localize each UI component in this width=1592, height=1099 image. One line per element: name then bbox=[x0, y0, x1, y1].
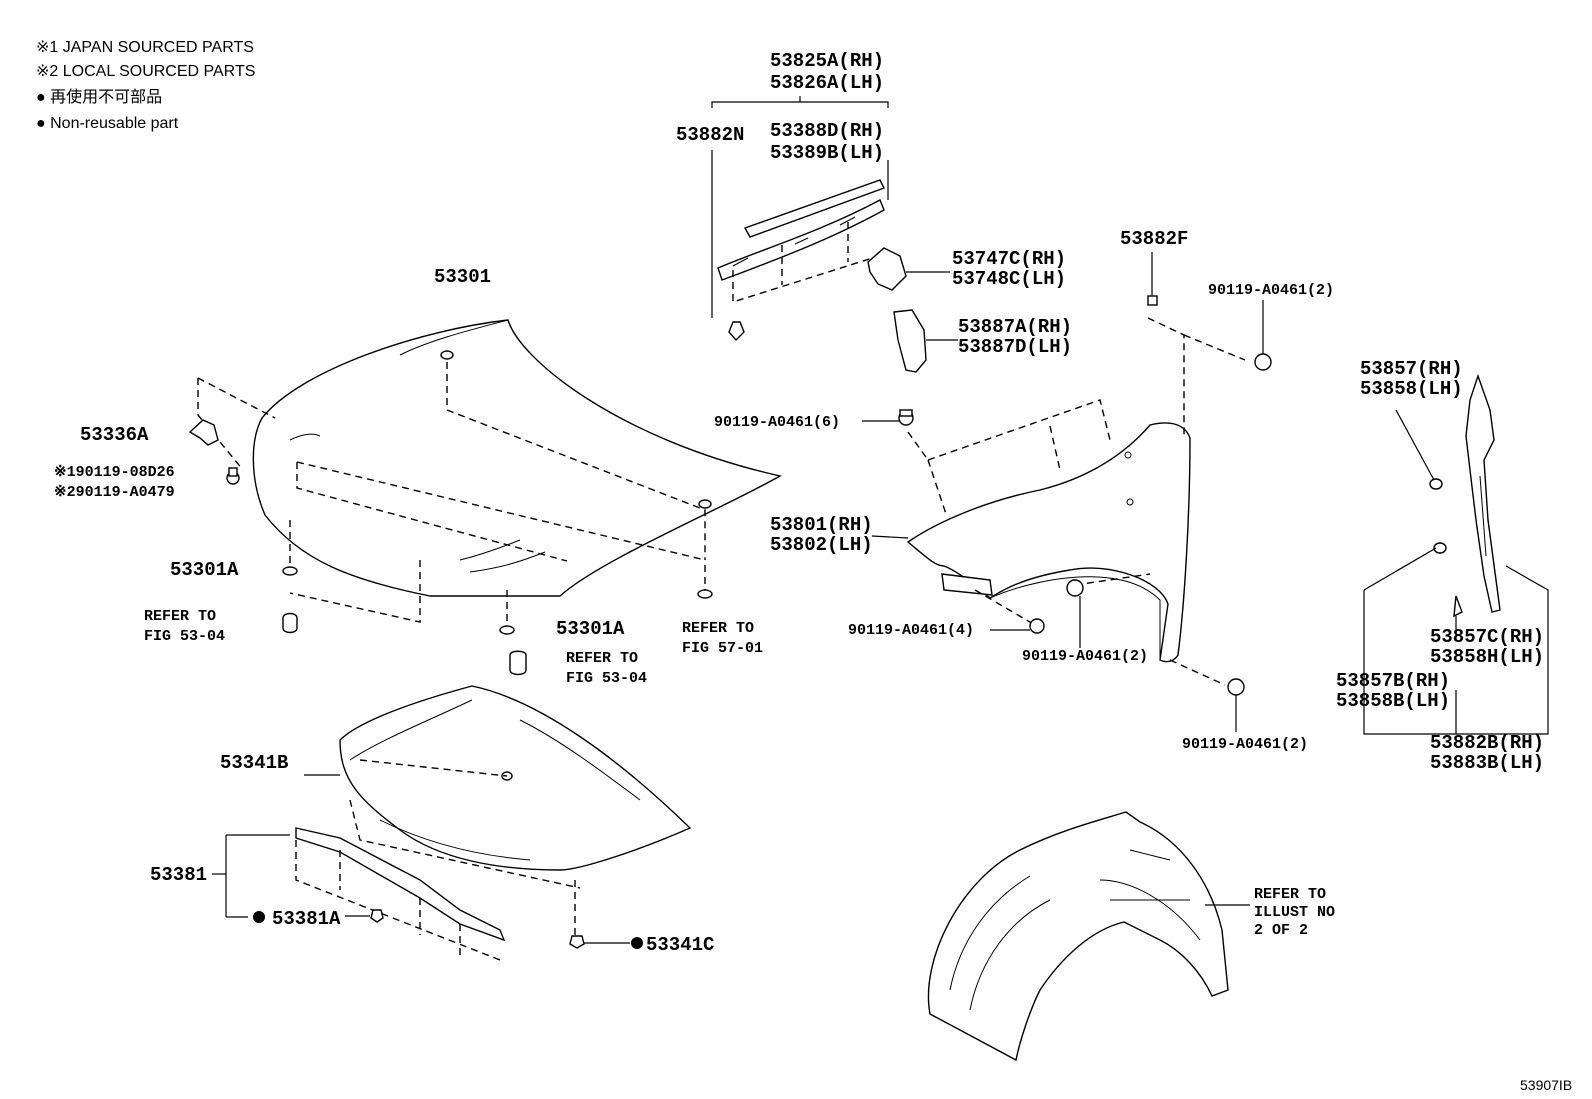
front-fender-53801[interactable] bbox=[871, 317, 1246, 686]
label-53857B[interactable]: 53857B(RH) bbox=[1336, 670, 1450, 692]
label-53341B[interactable]: 53341B bbox=[220, 752, 288, 774]
label-53747C[interactable]: 53747C(RH) bbox=[952, 248, 1066, 270]
label-90119-A0461-2-mid[interactable]: 90119-A0461(2) bbox=[1022, 648, 1148, 665]
label-90119-08D26[interactable]: ※190119-08D26 bbox=[54, 464, 175, 481]
label-53388D[interactable]: 53388D(RH) bbox=[770, 120, 884, 142]
hood-cushions-53301A[interactable] bbox=[282, 566, 713, 676]
label-53887D[interactable]: 53887D(LH) bbox=[958, 336, 1072, 358]
side-seals-53857[interactable] bbox=[1363, 373, 1549, 735]
non-reusable-dot-53381A bbox=[253, 911, 265, 923]
label-90119-A0461-2-bottom[interactable]: 90119-A0461(2) bbox=[1182, 736, 1308, 753]
legend-japan-sourced: ※1 JAPAN SOURCED PARTS bbox=[36, 39, 254, 56]
label-53825A[interactable]: 53825A(RH) bbox=[770, 50, 884, 72]
seal-53887A[interactable] bbox=[893, 309, 958, 373]
label-90119-A0461-6[interactable]: 90119-A0461(6) bbox=[714, 414, 840, 431]
label-53887A[interactable]: 53887A(RH) bbox=[958, 316, 1072, 338]
hood-hinge-53336A[interactable] bbox=[188, 419, 240, 485]
label-refer-fig-53-04-center-1[interactable]: REFER TO bbox=[566, 650, 638, 667]
label-53802[interactable]: 53802(LH) bbox=[770, 534, 873, 556]
label-53301[interactable]: 53301 bbox=[434, 266, 491, 288]
label-90119-A0479[interactable]: ※290119-A0479 bbox=[54, 484, 175, 501]
cowl-seal-assembly[interactable] bbox=[711, 96, 889, 342]
bracket-53747C[interactable] bbox=[867, 247, 950, 291]
label-53826A[interactable]: 53826A(LH) bbox=[770, 72, 884, 94]
legend-non-reusable-jp: ● 再使用不可部品 bbox=[36, 88, 162, 106]
label-53381A[interactable]: 53381A bbox=[272, 908, 341, 930]
label-53801[interactable]: 53801(RH) bbox=[770, 514, 873, 536]
label-90119-A0461-4[interactable]: 90119-A0461(4) bbox=[848, 622, 974, 639]
label-53336A[interactable]: 53336A bbox=[80, 424, 149, 446]
hood-53301[interactable] bbox=[197, 319, 782, 630]
fender-liner[interactable] bbox=[927, 811, 1250, 1062]
label-90119-A0461-2-top[interactable]: 90119-A0461(2) bbox=[1208, 282, 1334, 299]
label-53882B[interactable]: 53882B(RH) bbox=[1430, 732, 1544, 754]
clip-53341C[interactable] bbox=[253, 911, 643, 949]
label-refer-fig-57-01-2[interactable]: FIG 57-01 bbox=[682, 640, 763, 657]
label-53858[interactable]: 53858(LH) bbox=[1360, 378, 1463, 400]
label-refer-illust-2[interactable]: ILLUST NO bbox=[1254, 904, 1335, 921]
label-53341C[interactable]: 53341C bbox=[646, 934, 714, 956]
label-53389B[interactable]: 53389B(LH) bbox=[770, 142, 884, 164]
label-53882N[interactable]: 53882N bbox=[676, 124, 744, 146]
legend-non-reusable-en: ● Non-reusable part bbox=[36, 115, 179, 132]
label-53883B[interactable]: 53883B(LH) bbox=[1430, 752, 1544, 774]
diagram-code: 53907IB bbox=[1520, 1077, 1572, 1093]
label-53301A-center[interactable]: 53301A bbox=[556, 618, 625, 640]
label-53857C[interactable]: 53857C(RH) bbox=[1430, 626, 1544, 648]
hood-insulator-53341B[interactable] bbox=[304, 685, 692, 950]
label-53858B[interactable]: 53858B(LH) bbox=[1336, 690, 1450, 712]
non-reusable-dot-53341C bbox=[631, 937, 643, 949]
label-53857[interactable]: 53857(RH) bbox=[1360, 358, 1463, 380]
label-53882F[interactable]: 53882F bbox=[1120, 228, 1188, 250]
label-53301A-left[interactable]: 53301A bbox=[170, 559, 239, 581]
hood-seal-53381[interactable] bbox=[212, 827, 506, 961]
label-refer-illust-3[interactable]: 2 OF 2 bbox=[1254, 922, 1308, 939]
label-refer-fig-53-04-left-1[interactable]: REFER TO bbox=[144, 608, 216, 625]
label-53858H[interactable]: 53858H(LH) bbox=[1430, 646, 1544, 668]
label-refer-fig-53-04-left-2[interactable]: FIG 53-04 bbox=[144, 628, 225, 645]
part-labels: 53825A(RH) 53826A(LH) 53882N 53388D(RH) … bbox=[54, 50, 1572, 1093]
label-53381[interactable]: 53381 bbox=[150, 864, 207, 886]
fender-bolts[interactable] bbox=[862, 252, 1272, 732]
legend-local-sourced: ※2 LOCAL SOURCED PARTS bbox=[36, 63, 255, 80]
label-refer-illust-1[interactable]: REFER TO bbox=[1254, 886, 1326, 903]
label-refer-fig-53-04-center-2[interactable]: FIG 53-04 bbox=[566, 670, 647, 687]
legend: ※1 JAPAN SOURCED PARTS ※2 LOCAL SOURCED … bbox=[36, 39, 255, 132]
label-refer-fig-57-01-1[interactable]: REFER TO bbox=[682, 620, 754, 637]
label-53748C[interactable]: 53748C(LH) bbox=[952, 268, 1066, 290]
